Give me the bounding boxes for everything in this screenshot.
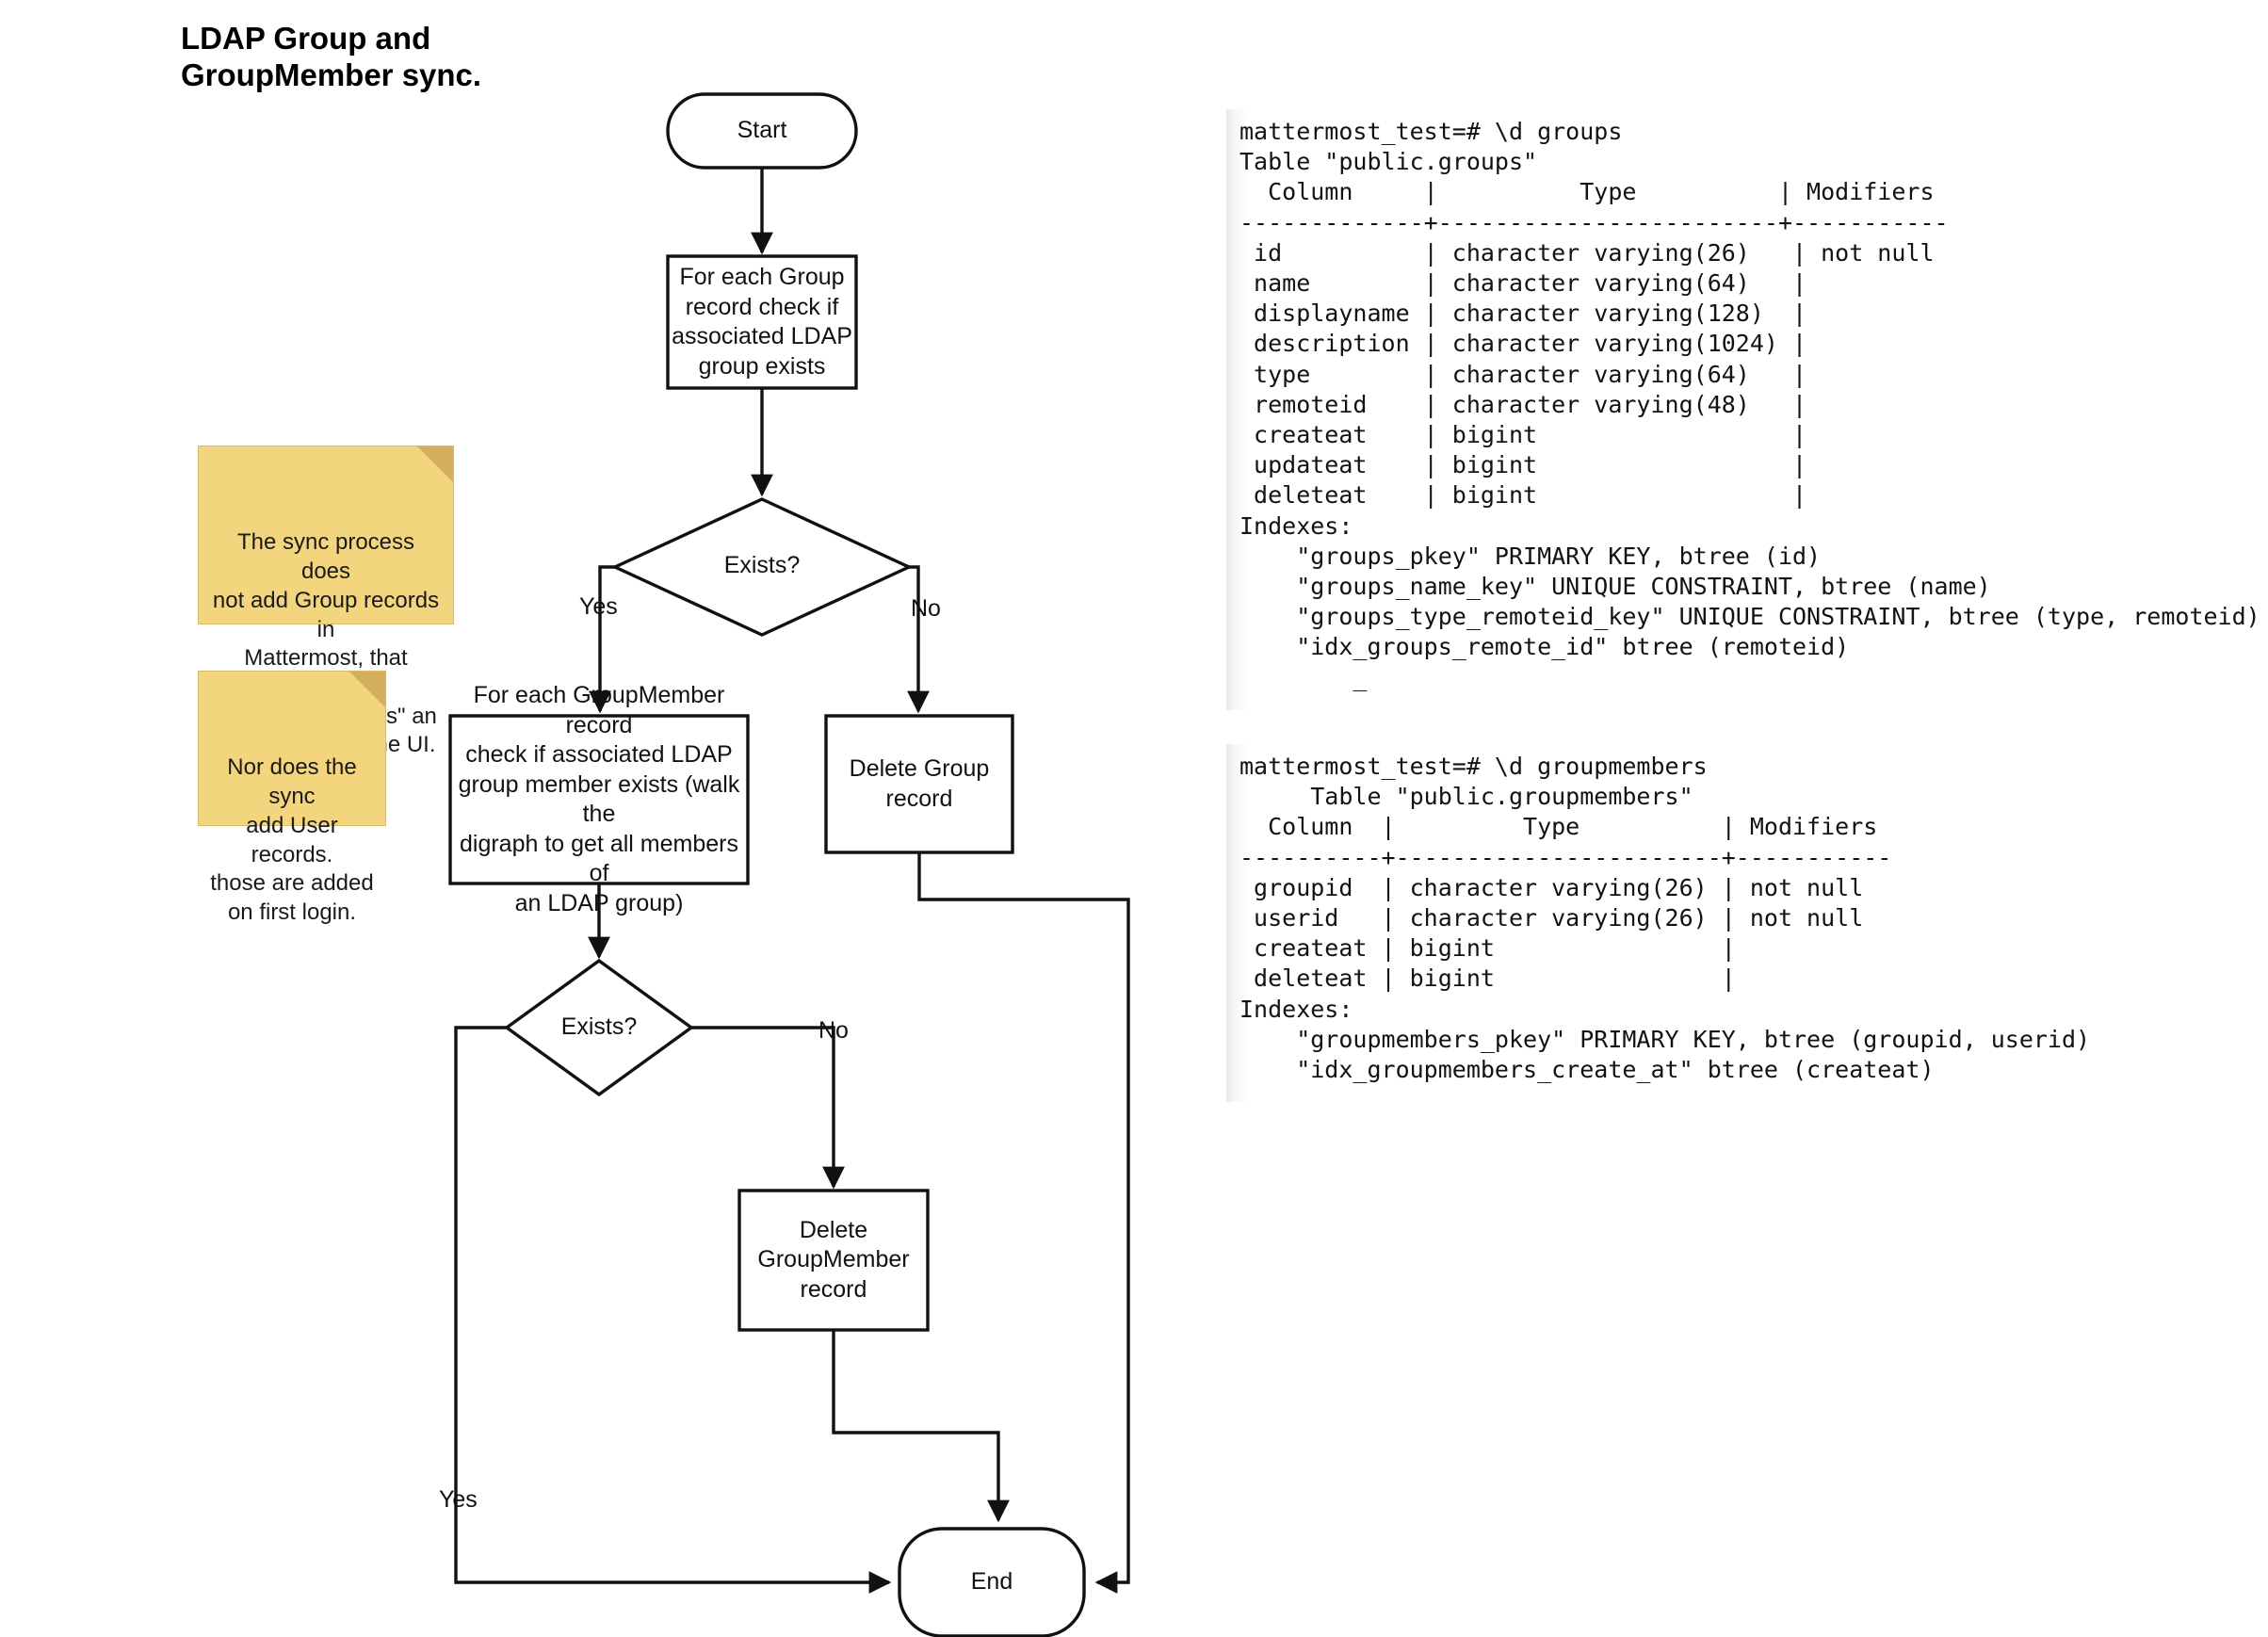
edge-delete-groupmember-to-end (832, 1330, 1010, 1523)
node-exists2-shape (504, 958, 694, 1097)
note-sync-no-group-add: The sync process does not add Group reco… (198, 446, 454, 757)
edge-exists2-no (691, 1026, 845, 1190)
edge-label-exists2-no: No (818, 1017, 849, 1044)
edge-label-exists1-no: No (911, 595, 941, 622)
page-title: LDAP Group and GroupMember sync. (181, 21, 482, 92)
node-delete-groupmember-shape (737, 1189, 930, 1332)
edge-exists1-no (907, 565, 930, 714)
node-end-shape (898, 1527, 1086, 1637)
node-delete-group-shape (824, 714, 1014, 854)
edge-delete-group-to-end (917, 852, 1130, 1594)
node-check-group-shape (666, 254, 858, 390)
node-start-shape (666, 92, 858, 170)
edge-exists2-yes (454, 1026, 892, 1594)
note-sync-no-user-add: Nor does the sync add User records. thos… (198, 671, 386, 925)
note-text: Nor does the sync add User records. thos… (210, 754, 374, 926)
note-fold-corner-icon (417, 446, 453, 482)
note-fold-corner-icon (349, 672, 385, 707)
psql-groupmembers-content: mattermost_test=# \d groupmembers Table … (1239, 753, 2091, 1084)
node-check-groupmember-shape (448, 714, 750, 885)
edge-label-exists1-yes: Yes (579, 593, 618, 620)
psql-output-groups: mattermost_test=# \d groups Table "publi… (1226, 109, 2260, 710)
psql-groups-content: mattermost_test=# \d groups Table "publi… (1239, 118, 2260, 691)
edge-label-exists2-yes: Yes (439, 1486, 478, 1513)
node-exists1-shape (610, 497, 914, 637)
psql-output-groupmembers: mattermost_test=# \d groupmembers Table … (1226, 744, 2202, 1103)
edge-exists1-yes (589, 565, 615, 714)
